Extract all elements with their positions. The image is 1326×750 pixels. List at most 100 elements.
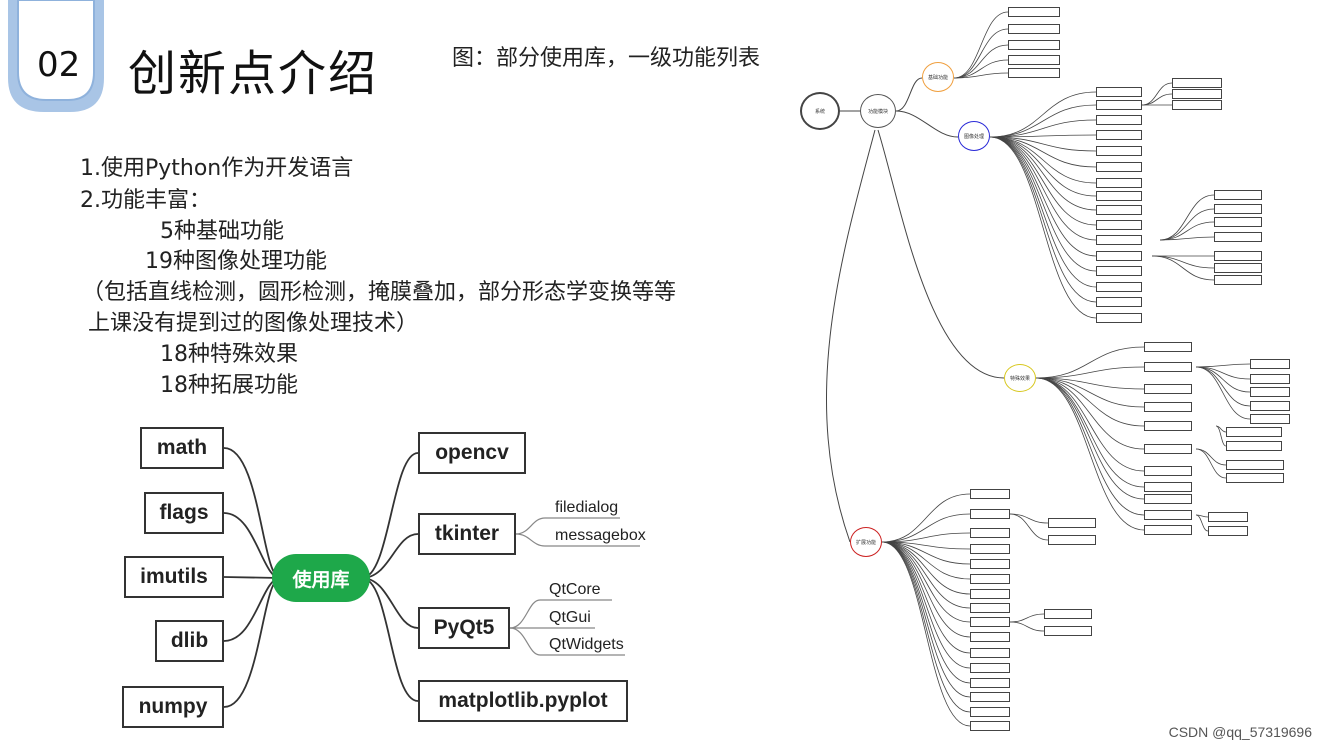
overview-special-sub-a-leaf-4 — [1250, 401, 1290, 411]
overview-image-leaf-5 — [1096, 146, 1142, 156]
library-node-tkinter: tkinter — [418, 513, 516, 555]
overview-image-leaf-12 — [1096, 251, 1142, 261]
overview-special-sub-b-leaf-1 — [1226, 427, 1282, 437]
overview-image-leaf-4 — [1096, 130, 1142, 140]
overview-extend-leaf-13 — [970, 678, 1010, 688]
library-sub-qtwidgets: QtWidgets — [549, 636, 624, 653]
intro-line-3: 5种基础功能 — [160, 219, 284, 244]
intro-line-6: 上课没有提到过的图像处理技术） — [88, 311, 419, 336]
intro-line-1: 1.使用Python作为开发语言 — [80, 156, 354, 181]
overview-basic-leaf-5 — [1008, 68, 1060, 78]
overview-image-sub-a-leaf-3 — [1172, 100, 1222, 110]
overview-special-sub-a-leaf-1 — [1250, 359, 1290, 369]
overview-image-leaf-6 — [1096, 162, 1142, 172]
overview-special-leaf-7 — [1144, 466, 1192, 476]
overview-image-sub-c-leaf-2 — [1214, 263, 1262, 273]
section-badge: 02 — [0, 0, 112, 118]
overview-image-leaf-3 — [1096, 115, 1142, 125]
overview-special-leaf-1 — [1144, 342, 1192, 352]
overview-extend-leaf-8 — [970, 603, 1010, 613]
overview-image-sub-b-leaf-4 — [1214, 232, 1262, 242]
library-node-imutils: imutils — [124, 556, 224, 598]
overview-image-sub-a-leaf-2 — [1172, 89, 1222, 99]
library-node-opencv: opencv — [418, 432, 526, 474]
intro-line-7: 18种特殊效果 — [160, 342, 298, 367]
section-number: 02 — [37, 45, 81, 85]
overview-image-sub-c-leaf-3 — [1214, 275, 1262, 285]
overview-special-leaf-8 — [1144, 482, 1192, 492]
overview-image-sub-b-leaf-3 — [1214, 217, 1262, 227]
overview-special-leaf-2 — [1144, 362, 1192, 372]
overview-image-leaf-7 — [1096, 178, 1142, 188]
overview-special-sub-b-leaf-2 — [1226, 441, 1282, 451]
library-node-dlib: dlib — [155, 620, 224, 662]
overview-special-leaf-6 — [1144, 444, 1192, 454]
overview-image-leaf-15 — [1096, 297, 1142, 307]
overview-extend-leaf-1 — [970, 489, 1010, 499]
overview-image-leaf-11 — [1096, 235, 1142, 245]
overview-extend-leaf-5 — [970, 559, 1010, 569]
intro-line-5: （包括直线检测，圆形检测，掩膜叠加，部分形态学变换等等 — [82, 280, 677, 305]
overview-extend-leaf-11 — [970, 648, 1010, 658]
overview-special-sub-a-leaf-2 — [1250, 374, 1290, 384]
overview-branch-special: 特殊效果 — [1004, 364, 1036, 392]
library-sub-filedialog: filedialog — [555, 499, 619, 516]
library-sub-qtgui: QtGui — [549, 609, 591, 626]
overview-special-sub-c-leaf-2 — [1226, 473, 1284, 483]
overview-basic-leaf-3 — [1008, 40, 1060, 50]
overview-special-leaf-10 — [1144, 510, 1192, 520]
overview-extend-leaf-3 — [970, 528, 1010, 538]
library-sub-messagebox: messagebox — [555, 527, 646, 544]
overview-extend-sub-b-leaf-2 — [1044, 626, 1092, 636]
overview-special-leaf-9 — [1144, 494, 1192, 504]
figure-caption: 图：部分使用库，一级功能列表 — [452, 46, 761, 71]
overview-extend-sub-a-leaf-1 — [1048, 518, 1096, 528]
overview-extend-sub-b-leaf-1 — [1044, 609, 1092, 619]
overview-extend-leaf-12 — [970, 663, 1010, 673]
overview-root-node: 系统 — [800, 92, 840, 130]
overview-image-sub-b-leaf-2 — [1214, 204, 1262, 214]
badge-shape — [8, 0, 104, 112]
overview-branch-extend: 扩展功能 — [850, 527, 882, 557]
overview-special-leaf-3 — [1144, 384, 1192, 394]
overview-extend-leaf-10 — [970, 632, 1010, 642]
overview-image-leaf-1 — [1096, 87, 1142, 97]
overview-basic-leaf-1 — [1008, 7, 1060, 17]
overview-special-sub-a-leaf-3 — [1250, 387, 1290, 397]
overview-extend-leaf-14 — [970, 692, 1010, 702]
overview-extend-sub-a-leaf-2 — [1048, 535, 1096, 545]
overview-special-leaf-4 — [1144, 402, 1192, 412]
overview-extend-leaf-15 — [970, 707, 1010, 717]
intro-line-8: 18种拓展功能 — [160, 373, 298, 398]
footer-watermark: CSDN @qq_57319696 — [1168, 724, 1312, 740]
overview-special-leaf-11 — [1144, 525, 1192, 535]
library-node-math: math — [140, 427, 224, 469]
library-node-flags: flags — [144, 492, 224, 534]
overview-hub-node: 功能模块 — [860, 94, 896, 128]
library-node-pyqt5: PyQt5 — [418, 607, 510, 649]
overview-image-leaf-2 — [1096, 100, 1142, 110]
overview-image-leaf-13 — [1096, 266, 1142, 276]
overview-branch-basic: 基础功能 — [922, 62, 954, 92]
library-center-node: 使用库 — [272, 554, 370, 602]
overview-image-sub-c-leaf-1 — [1214, 251, 1262, 261]
overview-special-sub-c-leaf-1 — [1226, 460, 1284, 470]
overview-branch-image: 图像处理 — [958, 121, 990, 151]
overview-basic-leaf-4 — [1008, 55, 1060, 65]
library-sub-qtcore: QtCore — [549, 581, 601, 598]
intro-line-2: 2.功能丰富： — [80, 188, 211, 213]
overview-special-sub-a-leaf-5 — [1250, 414, 1290, 424]
library-node-numpy: numpy — [122, 686, 224, 728]
overview-special-sub-d-leaf-1 — [1208, 512, 1248, 522]
intro-line-4: 19种图像处理功能 — [145, 249, 327, 274]
overview-extend-leaf-6 — [970, 574, 1010, 584]
overview-image-leaf-16 — [1096, 313, 1142, 323]
overview-extend-leaf-16 — [970, 721, 1010, 731]
page-title: 创新点介绍 — [128, 46, 379, 102]
overview-image-sub-b-leaf-1 — [1214, 190, 1262, 200]
overview-image-leaf-8 — [1096, 191, 1142, 201]
overview-image-sub-a-leaf-1 — [1172, 78, 1222, 88]
overview-extend-leaf-2 — [970, 509, 1010, 519]
overview-image-leaf-14 — [1096, 282, 1142, 292]
